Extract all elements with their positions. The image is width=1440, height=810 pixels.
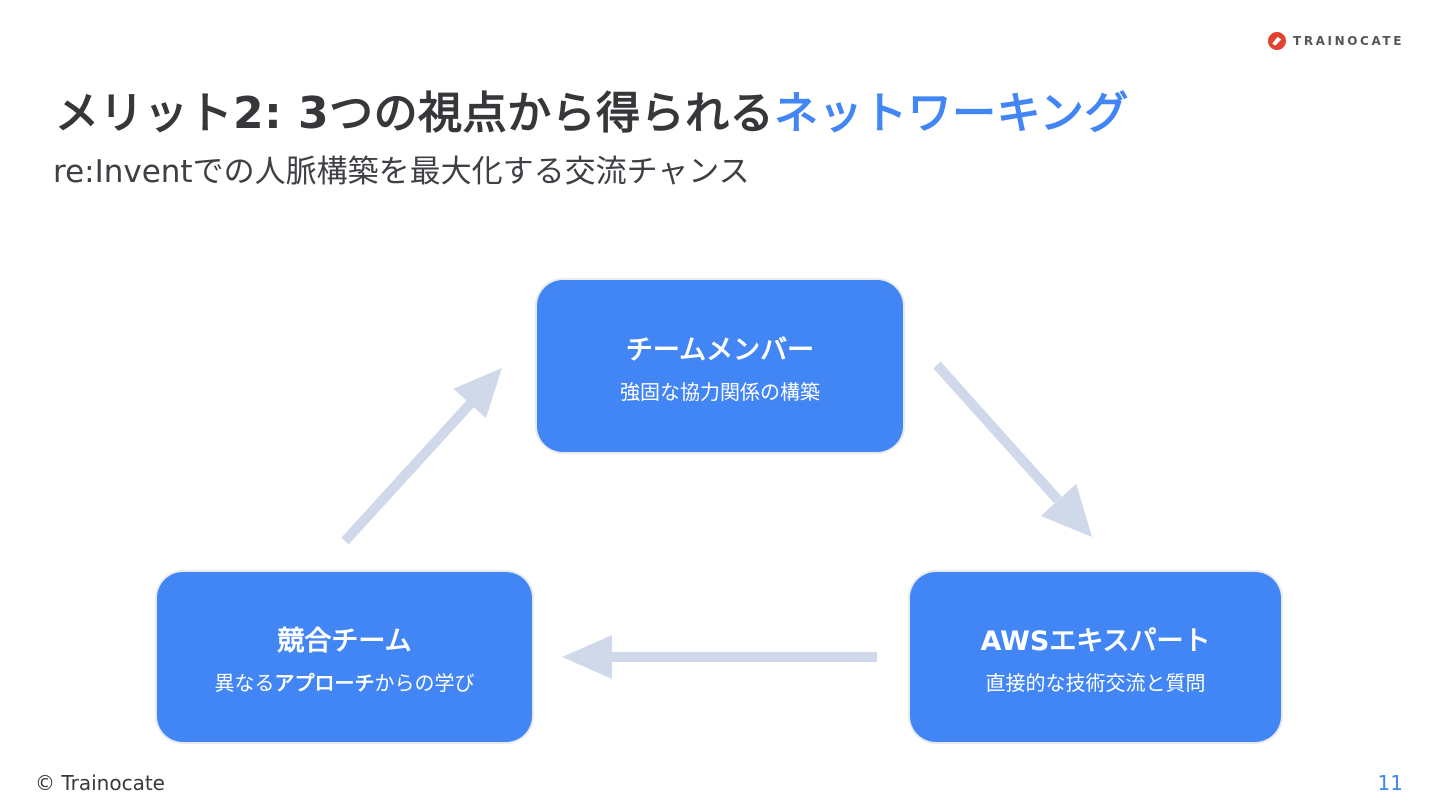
node-description: 強固な協力関係の構築 <box>620 379 820 404</box>
node-description-suffix: からの学び <box>374 670 475 695</box>
slide-subtitle: re:Inventでの人脈構築を最大化する交流チャンス <box>53 154 750 190</box>
arrow-aws-to-competitor <box>562 635 877 679</box>
arrow-competitor-to-team <box>341 368 502 545</box>
copyright-text: © Trainocate <box>35 771 165 795</box>
page-title-accent: ネットワーキング <box>774 88 1129 140</box>
node-title: 競合チーム <box>277 625 412 657</box>
page-title-main: メリット2: 3つの視点から得られる <box>55 88 775 140</box>
node-description-prefix: 異なる <box>214 670 275 695</box>
diagram-node-team-members: チームメンバー 強固な協力関係の構築 <box>537 280 903 452</box>
node-description: 異なるアプローチからの学び <box>215 667 475 696</box>
node-description: 直接的な技術交流と質問 <box>985 670 1206 695</box>
node-description-bold: アプローチ <box>274 670 375 695</box>
node-title: チームメンバー <box>625 334 815 366</box>
page-number: 11 <box>1377 771 1403 795</box>
trainocate-logo-icon <box>1268 32 1287 50</box>
trainocate-logo: TRAINOCATE <box>1268 32 1404 50</box>
page-title: メリット2: 3つの視点から得られるネットワーキング <box>55 77 1129 141</box>
arrow-team-to-aws <box>933 361 1092 537</box>
node-title: AWSエキスパート <box>980 625 1211 657</box>
trainocate-logo-text: TRAINOCATE <box>1293 34 1404 48</box>
diagram-node-rival-teams: 競合チーム 異なるアプローチからの学び <box>157 572 532 742</box>
diagram-node-aws-experts: AWSエキスパート 直接的な技術交流と質問 <box>910 572 1281 742</box>
